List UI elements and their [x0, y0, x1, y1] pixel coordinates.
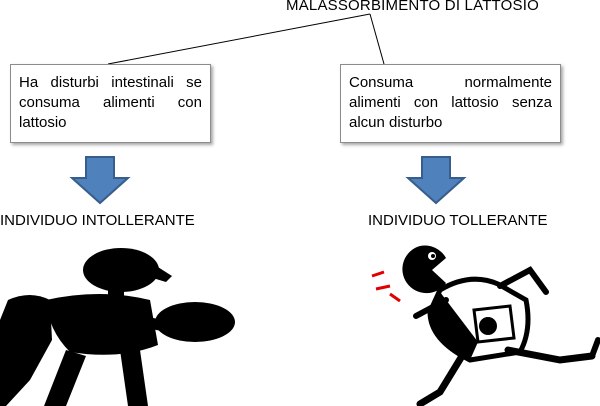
box-line: Ha disturbi intestinali se [19, 74, 202, 91]
box-line: alimenti con lattosio senza [349, 94, 552, 111]
result-label-tolerant: INDIVIDUO TOLLERANTE [368, 212, 548, 229]
running-figure-icon [371, 245, 600, 406]
connector-left [107, 13, 371, 65]
connector-right [369, 13, 385, 65]
box-line: lattosio [19, 114, 67, 131]
crouching-figure-icon [0, 248, 235, 406]
box-line: Consuma normalmente [349, 74, 552, 91]
result-label-intolerant: INDIVIDUO INTOLLERANTE [0, 212, 195, 229]
box-intolerant: Ha disturbi intestinali se consuma alime… [10, 64, 211, 143]
box-line: alcun disturbo [349, 114, 443, 131]
box-tolerant: Consuma normalmente alimenti con lattosi… [340, 64, 561, 143]
diagram-title: MALASSORBIMENTO DI LATTOSIO [286, 0, 539, 14]
box-line: consuma alimenti con [19, 94, 202, 111]
down-arrow-icon [69, 156, 131, 205]
down-arrow-icon [405, 156, 467, 205]
